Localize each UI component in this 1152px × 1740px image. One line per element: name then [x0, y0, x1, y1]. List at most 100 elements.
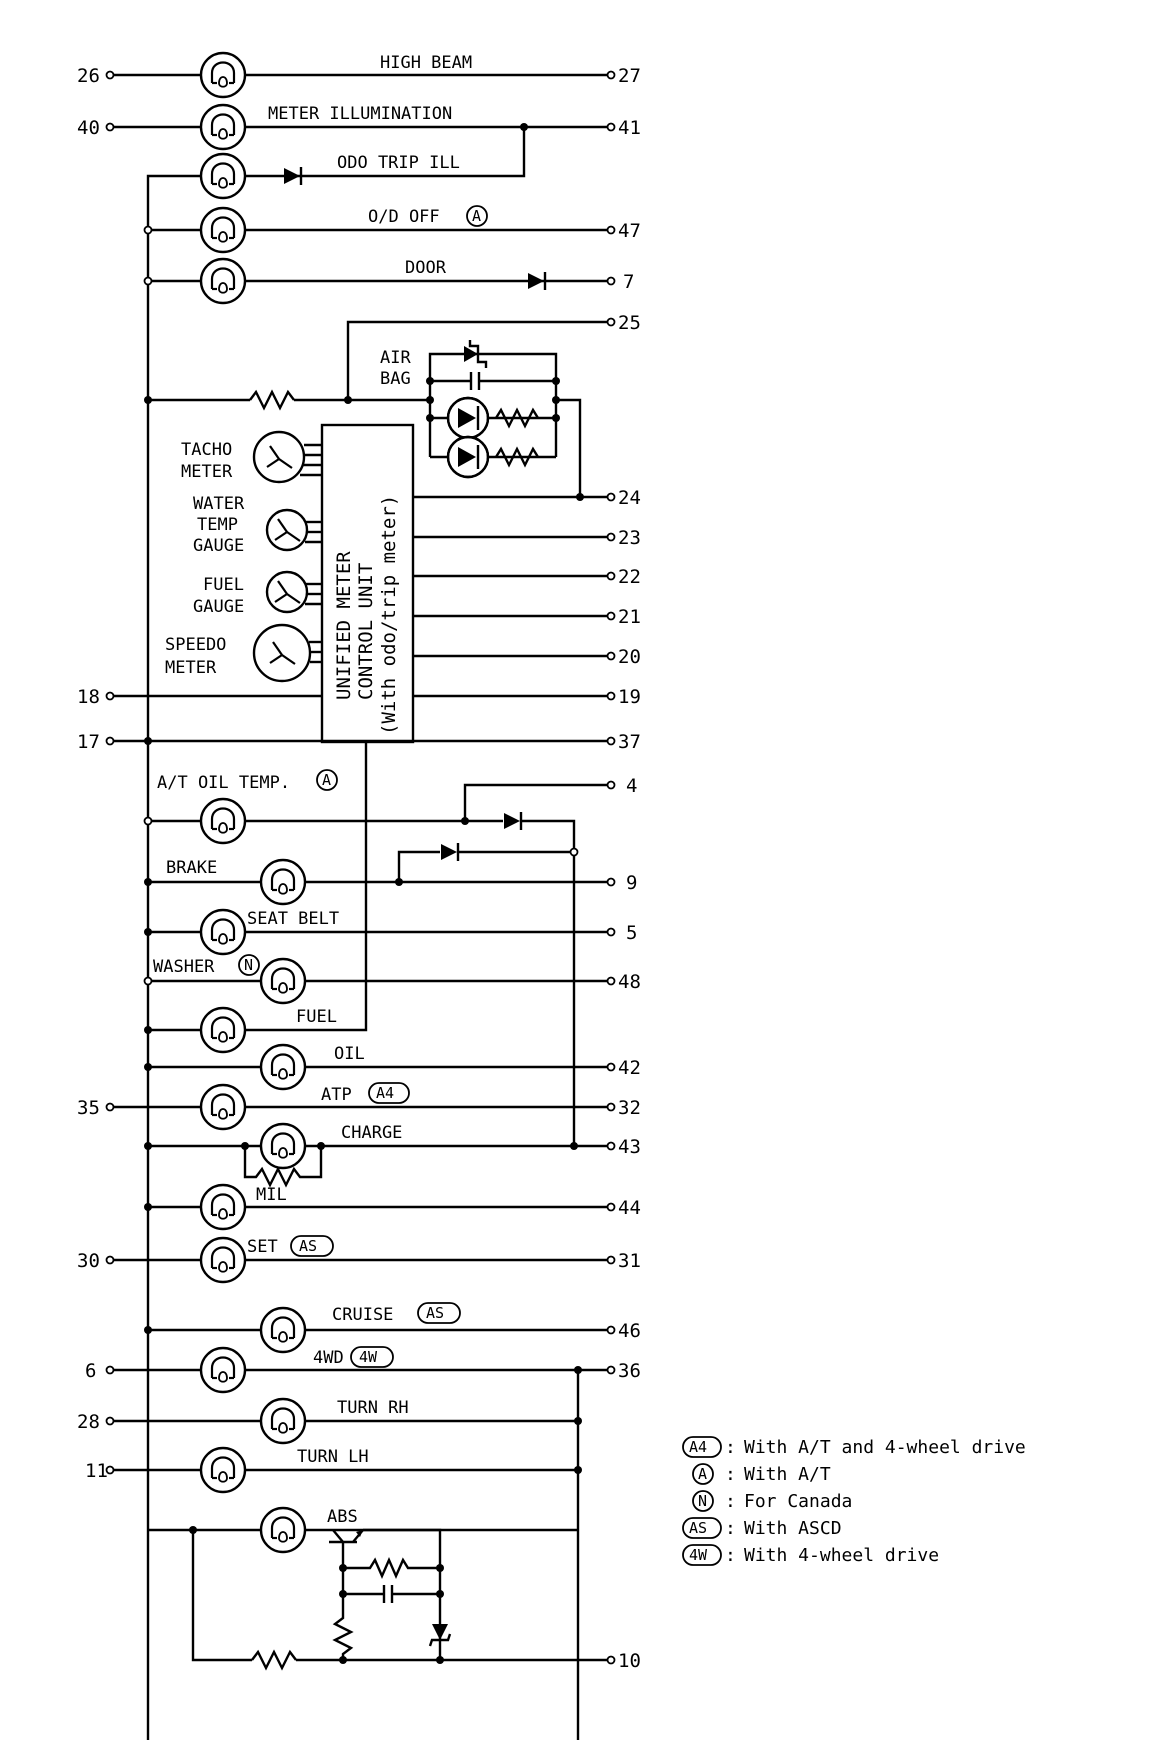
- seat-belt-label: SEAT BELT: [247, 909, 339, 929]
- terminal-10: 10: [618, 1650, 641, 1672]
- code-a4-badge: [682, 1436, 722, 1458]
- water-label-3: GAUGE: [193, 536, 244, 556]
- control-unit-label-1: UNIFIED METER: [333, 551, 355, 700]
- terminal-19: 19: [618, 686, 641, 708]
- terminal-5: 5: [626, 922, 637, 944]
- od-off-lamp-icon: [199, 206, 247, 254]
- mil-lamp-icon: [199, 1183, 247, 1231]
- code-a-badge: [692, 1463, 714, 1485]
- svg-text::: :: [725, 1491, 736, 1512]
- cruise-lamp-icon: [259, 1306, 307, 1354]
- meter-illumination-label: METER ILLUMINATION: [268, 104, 452, 124]
- svg-text:A: A: [322, 771, 331, 789]
- speedo-meter-gauge-icon: [252, 623, 322, 683]
- svg-text:AS: AS: [426, 1304, 444, 1322]
- fuel-gauge-label-1: FUEL: [203, 575, 244, 595]
- terminal-32: 32: [618, 1097, 641, 1119]
- transistor-icon: [329, 1529, 364, 1568]
- svg-text::: :: [725, 1545, 736, 1566]
- svg-text:AS: AS: [299, 1237, 317, 1255]
- svg-text:A4: A4: [689, 1438, 707, 1456]
- terminal-26: 26: [77, 65, 100, 87]
- control-unit-label-2: CONTROL UNIT: [355, 563, 377, 700]
- set-label: SET: [247, 1237, 278, 1257]
- svg-text:A4: A4: [376, 1084, 394, 1102]
- code-4w-badge: [682, 1544, 722, 1566]
- 4wd-lamp-icon: [199, 1346, 247, 1394]
- speedo-label-1: SPEEDO: [165, 635, 226, 655]
- at-oil-temp-label: A/T OIL TEMP.: [157, 773, 290, 793]
- terminal-28: 28: [77, 1411, 100, 1433]
- air-bag-label-1: AIR: [380, 348, 411, 368]
- charge-lamp-icon: [259, 1122, 307, 1170]
- tacho-label-1: TACHO: [181, 440, 232, 460]
- cruise-label: CRUISE: [332, 1305, 393, 1325]
- code-n-badge: [238, 954, 260, 976]
- code-as-badge: [290, 1235, 334, 1257]
- code-as-badge: [682, 1517, 722, 1539]
- zener-diode-icon: [432, 1624, 448, 1640]
- legend-a-text: With A/T: [744, 1464, 831, 1485]
- fuel-gauge-icon: [265, 570, 322, 614]
- air-bag-label-2: BAG: [380, 369, 411, 389]
- high-beam-lamp-icon: [199, 51, 247, 99]
- terminal-30: 30: [77, 1250, 100, 1272]
- diode-icon: [441, 844, 457, 860]
- terminal-48: 48: [618, 971, 641, 993]
- water-label-1: WATER: [193, 494, 245, 514]
- odo-trip-lamp-icon: [199, 152, 247, 200]
- fuel-lamp-icon: [199, 1006, 247, 1054]
- terminal-44: 44: [618, 1197, 641, 1219]
- unified-meter-control-unit: [320, 423, 415, 744]
- door-lamp-icon: [199, 257, 247, 305]
- svg-text::: :: [725, 1518, 736, 1539]
- turn-lh-lamp-icon: [199, 1446, 247, 1494]
- terminal-27: 27: [618, 65, 641, 87]
- washer-label: WASHER: [153, 957, 215, 977]
- terminal-6: 6: [85, 1360, 96, 1382]
- code-as-badge: [417, 1302, 461, 1324]
- terminal-20: 20: [618, 646, 641, 668]
- svg-text:4W: 4W: [689, 1546, 708, 1564]
- terminal-17: 17: [77, 731, 100, 753]
- fuel-label: FUEL: [296, 1007, 337, 1027]
- set-lamp-icon: [199, 1236, 247, 1284]
- seat-belt-lamp-icon: [199, 908, 247, 956]
- terminal-25: 25: [618, 312, 641, 334]
- diode-icon: [504, 813, 520, 829]
- diode-icon: [284, 168, 300, 184]
- svg-text::: :: [725, 1437, 736, 1458]
- svg-text:4W: 4W: [359, 1348, 378, 1366]
- code-n-badge: [692, 1490, 714, 1512]
- terminal-7: 7: [623, 271, 634, 293]
- mil-label: MIL: [256, 1185, 287, 1205]
- fuel-gauge-label-2: GAUGE: [193, 597, 244, 617]
- legend-a4-text: With A/T and 4-wheel drive: [744, 1437, 1026, 1458]
- high-beam-label: HIGH BEAM: [380, 53, 472, 73]
- terminal-31: 31: [618, 1250, 641, 1272]
- terminal-36: 36: [618, 1360, 641, 1382]
- atp-label: ATP: [321, 1085, 352, 1105]
- tacho-meter-gauge-icon: [252, 430, 322, 484]
- svg-text::: :: [725, 1464, 736, 1485]
- terminal-4: 4: [626, 775, 637, 797]
- terminal-9: 9: [626, 872, 637, 894]
- terminal-24: 24: [618, 487, 641, 509]
- code-a-badge: [466, 205, 488, 227]
- legend-4w-text: With 4-wheel drive: [744, 1545, 939, 1566]
- zener-diode-icon: [464, 346, 478, 362]
- water-temp-gauge-icon: [265, 508, 322, 552]
- oil-label: OIL: [334, 1044, 365, 1064]
- 4wd-label: 4WD: [313, 1348, 344, 1368]
- turn-rh-lamp-icon: [259, 1397, 307, 1445]
- code-4w-badge: [350, 1346, 394, 1368]
- terminal-42: 42: [618, 1057, 641, 1079]
- terminal-21: 21: [618, 606, 641, 628]
- terminal-23: 23: [618, 527, 641, 549]
- door-label: DOOR: [405, 258, 447, 278]
- terminal-46: 46: [618, 1320, 641, 1342]
- code-a-badge: [316, 769, 338, 791]
- svg-text:AS: AS: [689, 1519, 707, 1537]
- control-unit-label-3: (With odo/trip meter): [378, 495, 400, 735]
